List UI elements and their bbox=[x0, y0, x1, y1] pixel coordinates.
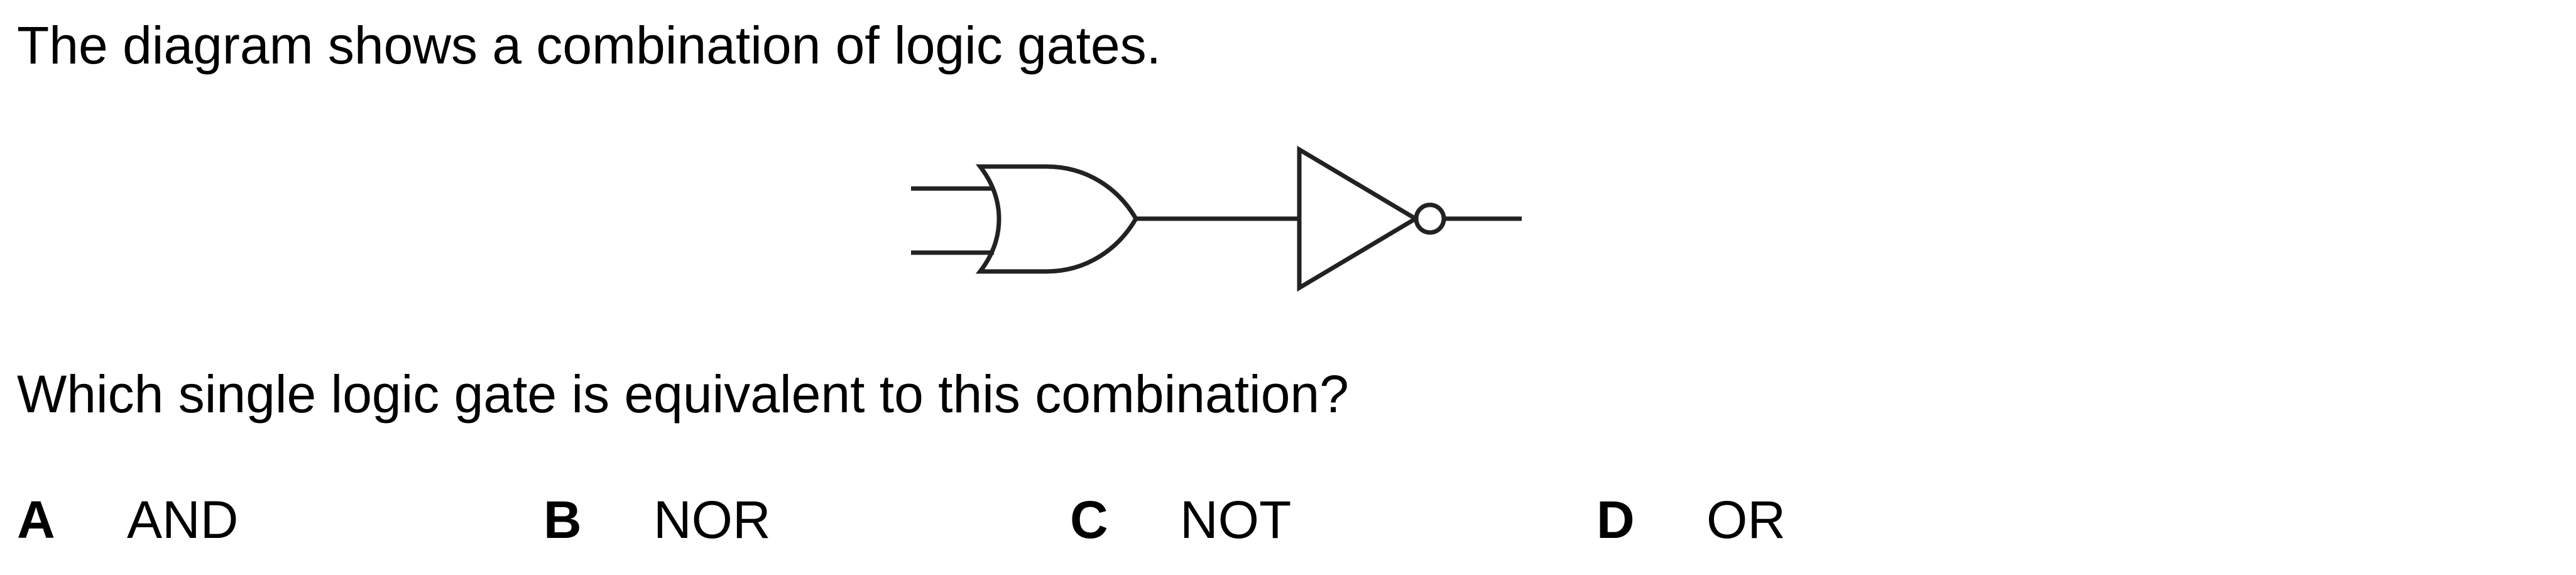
question-text: Which single logic gate is equivalent to… bbox=[17, 364, 1349, 424]
option-letter: C bbox=[1070, 490, 1108, 549]
option-label: NOT bbox=[1180, 490, 1292, 549]
option-label: OR bbox=[1706, 490, 1786, 549]
option-letter: A bbox=[17, 490, 55, 549]
not-gate-bubble bbox=[1414, 202, 1446, 235]
option-letter: D bbox=[1596, 490, 1635, 549]
option-letter: B bbox=[543, 490, 582, 549]
or-gate bbox=[975, 164, 1139, 274]
not-gate bbox=[1297, 145, 1420, 292]
intro-text: The diagram shows a combination of logic… bbox=[17, 16, 1161, 75]
option-label: AND bbox=[127, 490, 239, 549]
option-label: NOR bbox=[653, 490, 771, 549]
